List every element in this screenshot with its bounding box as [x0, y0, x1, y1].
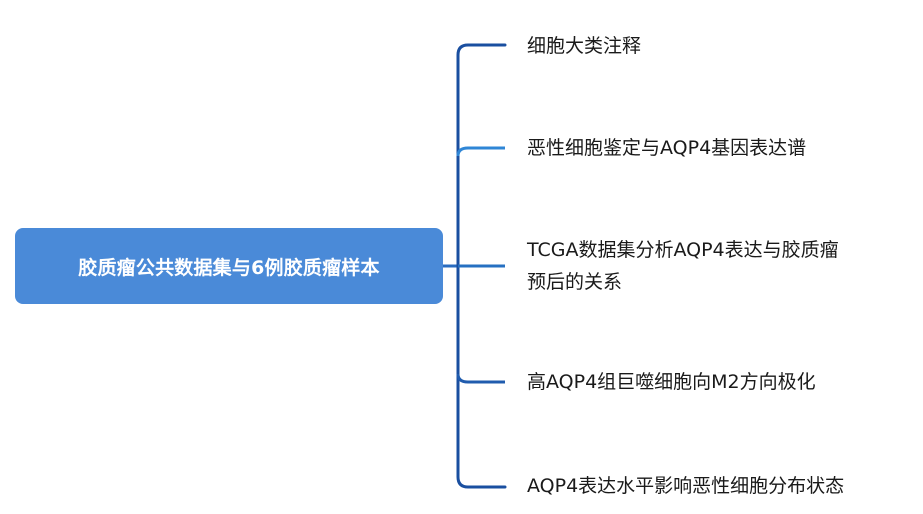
branch-node-3[interactable]: TCGA数据集分析AQP4表达与胶质瘤 预后的关系	[527, 234, 839, 298]
branch-node-4-label: 高AQP4组巨噬细胞向M2方向极化	[527, 371, 816, 393]
branch-node-5-label: AQP4表达水平影响恶性细胞分布状态	[527, 475, 845, 497]
branch-connector-3	[456, 373, 505, 384]
branch-node-5[interactable]: AQP4表达水平影响恶性细胞分布状态	[527, 470, 844, 502]
root-node-label: 胶质瘤公共数据集与6例胶质瘤样本	[78, 256, 380, 279]
branch-node-3-label-line-2: 预后的关系	[527, 271, 623, 293]
root-node[interactable]: 胶质瘤公共数据集与6例胶质瘤样本	[15, 228, 443, 304]
branch-node-2-label: 恶性细胞鉴定与AQP4基因表达谱	[527, 137, 807, 159]
branch-node-1-label: 细胞大类注释	[527, 35, 642, 57]
branch-node-2[interactable]: 恶性细胞鉴定与AQP4基因表达谱	[527, 132, 806, 164]
branch-node-3-label-line-1: TCGA数据集分析AQP4表达与胶质瘤	[527, 239, 839, 261]
branch-node-4[interactable]: 高AQP4组巨噬细胞向M2方向极化	[527, 366, 816, 398]
branch-connector-1	[456, 146, 505, 157]
branch-node-1[interactable]: 细胞大类注释	[527, 30, 641, 62]
